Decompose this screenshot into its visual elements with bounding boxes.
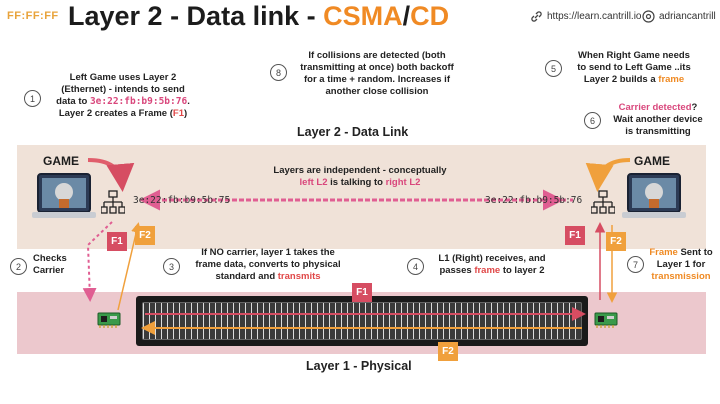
at-icon [642, 10, 655, 23]
game-label-left: GAME [43, 154, 79, 168]
mac-right: 3e:22:fb:b9:5b:76 [485, 195, 583, 206]
note-8: If collisions are detected (both transmi… [300, 50, 454, 97]
frame-f2-left: F2 [135, 226, 155, 245]
note-4: L1 (Right) receives, and passes frame to… [438, 253, 546, 276]
social-handle[interactable]: adriancantrill [642, 10, 716, 23]
step-badge-2: 2 [10, 258, 27, 275]
handle-text: adriancantrill [659, 11, 716, 22]
note-7: Frame Sent to Layer 1 for transmission [649, 247, 713, 282]
step-badge-5: 5 [545, 60, 562, 77]
note-3: If NO carrier, layer 1 takes the frame d… [195, 247, 341, 282]
step-badge-6: 6 [584, 112, 601, 129]
note-6: Carrier detected? Wait another device is… [613, 102, 703, 137]
nic-icon-left [97, 312, 121, 328]
website-url: https://learn.cantrill.io [547, 11, 642, 22]
laptop-icon [622, 173, 686, 218]
game-label-right: GAME [634, 154, 670, 168]
layer2-label: Layer 2 - Data Link [297, 125, 409, 139]
ethernet-cable [136, 296, 588, 346]
note-2: Checks Carrier [33, 253, 67, 276]
right-laptop [622, 172, 686, 224]
step-badge-4: 4 [407, 258, 424, 275]
left-laptop [32, 172, 96, 224]
title-prefix: Layer 2 - Data link - [68, 1, 324, 31]
page-title: Layer 2 - Data link - CSMA/CD [68, 1, 449, 32]
nic-icon-right [594, 312, 618, 328]
laptop-icon [32, 173, 96, 218]
step-badge-1: 1 [24, 90, 41, 107]
link-icon [531, 11, 542, 22]
step-badge-8: 8 [270, 64, 287, 81]
layer1-label: Layer 1 - Physical [306, 359, 412, 373]
website-link[interactable]: https://learn.cantrill.io [530, 10, 642, 23]
mac-left: 3e:22:fb:b9:5b:75 [133, 195, 231, 206]
network-stack-icon-left [101, 190, 125, 214]
note-layers-independent: Layers are independent - conceptually le… [273, 165, 447, 188]
brand-logo: FF:FF:FF [7, 10, 59, 22]
network-stack-icon-right [591, 190, 615, 214]
note-5: When Right Game needs to send to Left Ga… [577, 50, 691, 85]
frame-f1-right: F1 [565, 226, 585, 245]
title-cd: CD [410, 1, 450, 31]
frame-f1-cable: F1 [352, 283, 372, 302]
title-csma: CSMA [323, 1, 403, 31]
step-badge-7: 7 [627, 256, 644, 273]
frame-f2-right: F2 [606, 232, 626, 251]
frame-f1-left: F1 [107, 232, 127, 251]
title-slash: / [402, 1, 411, 31]
note-1: Left Game uses Layer 2 (Ethernet) - inte… [56, 72, 190, 119]
step-badge-3: 3 [163, 258, 180, 275]
frame-f2-cable: F2 [438, 342, 458, 361]
